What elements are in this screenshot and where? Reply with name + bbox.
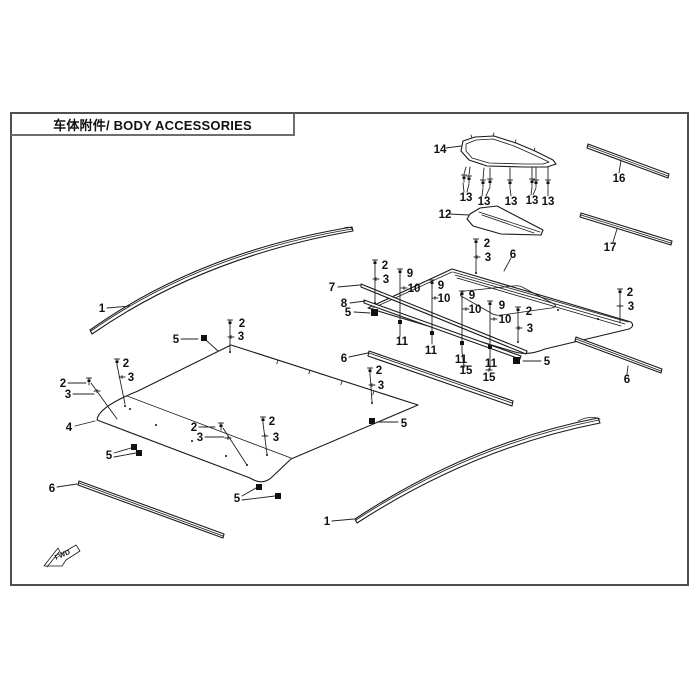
part-label-5: 5 <box>234 493 241 505</box>
part-label-17: 17 <box>604 242 617 254</box>
page-title: 车体附件/ BODY ACCESSORIES <box>53 117 252 133</box>
clip-rail-right <box>513 357 520 364</box>
part-label-2: 2 <box>191 422 197 434</box>
part-label-9: 9 <box>469 290 475 302</box>
part-label-13: 13 <box>460 192 473 204</box>
part-1-roof-molding-right <box>354 417 601 524</box>
part-label-11: 11 <box>455 354 468 366</box>
part-label-6: 6 <box>510 249 516 261</box>
part-label-2: 2 <box>60 378 66 390</box>
screw-leader-lines <box>462 166 549 197</box>
callout-leader-lines <box>56 145 629 522</box>
part-label-13: 13 <box>505 196 518 208</box>
part-label-2: 2 <box>382 260 388 272</box>
part-label-2: 2 <box>376 365 382 377</box>
part-label-7: 7 <box>329 282 335 294</box>
part-label-13: 13 <box>478 196 491 208</box>
part-label-1: 1 <box>99 303 106 315</box>
part-label-11: 11 <box>396 336 409 348</box>
roof-panel-assembly <box>367 268 634 355</box>
part-label-13: 13 <box>526 195 539 207</box>
part-label-12: 12 <box>439 209 452 221</box>
part-label-3: 3 <box>527 323 533 335</box>
part-label-10: 10 <box>469 304 482 316</box>
part-6-strip-midleft <box>367 350 514 407</box>
part-label-10: 10 <box>499 314 512 326</box>
part-label-10: 10 <box>438 293 451 305</box>
part-label-3: 3 <box>273 432 279 444</box>
part-label-2: 2 <box>627 287 633 299</box>
part-label-11: 11 <box>425 345 438 357</box>
part-label-2: 2 <box>484 238 490 250</box>
part-label-5: 5 <box>345 307 352 319</box>
part-label-9: 9 <box>499 300 505 312</box>
part-label-5: 5 <box>401 418 408 430</box>
fastener-glyphs <box>86 174 624 499</box>
part-label-8: 8 <box>341 298 348 310</box>
part-17-strip <box>579 212 673 246</box>
part-label-6: 6 <box>49 483 55 495</box>
part-12-shade-panel <box>466 205 544 236</box>
part-label-3: 3 <box>485 252 491 264</box>
part-label-10: 10 <box>408 283 421 295</box>
part-label-2: 2 <box>269 416 275 428</box>
fwd-label: FWD <box>54 549 71 562</box>
part-label-9: 9 <box>407 268 413 280</box>
part-label-6: 6 <box>341 353 347 365</box>
part-label-5: 5 <box>544 356 551 368</box>
part-label-3: 3 <box>383 274 389 286</box>
part-6-strip-bottomleft <box>77 480 225 539</box>
fwd-indicator: FWD <box>43 544 81 568</box>
part-16-strip <box>586 143 670 179</box>
part-label-15: 15 <box>483 372 496 384</box>
part-label-4: 4 <box>66 422 73 434</box>
part-label-3: 3 <box>128 372 134 384</box>
clip-rail-left <box>371 309 378 316</box>
part-label-16: 16 <box>613 173 626 185</box>
part-label-5: 5 <box>173 334 180 346</box>
part-label-3: 3 <box>378 380 384 392</box>
part-label-3: 3 <box>65 389 71 401</box>
diagram-frame <box>10 112 689 586</box>
title-box: 车体附件/ BODY ACCESSORIES <box>10 112 295 136</box>
part-6-strip-right <box>574 336 663 374</box>
part-label-3: 3 <box>628 301 634 313</box>
part-13-screws <box>462 166 549 197</box>
part-label-6: 6 <box>624 374 630 386</box>
part-label-1: 1 <box>324 516 331 528</box>
part-label-15: 15 <box>460 365 473 377</box>
part-4-headliner-panel <box>96 344 419 483</box>
part-label-2: 2 <box>123 358 129 370</box>
part-14-seal-frame <box>460 132 557 168</box>
part-7-rail <box>360 283 528 355</box>
part-label-5: 5 <box>106 450 113 462</box>
part-label-13: 13 <box>542 196 555 208</box>
part-label-2: 2 <box>239 318 245 330</box>
part-label-9: 9 <box>438 280 444 292</box>
part-label-14: 14 <box>434 144 447 156</box>
part-label-2: 2 <box>526 306 532 318</box>
part-label-3: 3 <box>238 331 244 343</box>
part-1-roof-molding-left <box>89 226 354 335</box>
sunroof-cutout <box>460 285 556 316</box>
part-label-11: 11 <box>485 358 498 370</box>
part-label-3: 3 <box>197 432 203 444</box>
